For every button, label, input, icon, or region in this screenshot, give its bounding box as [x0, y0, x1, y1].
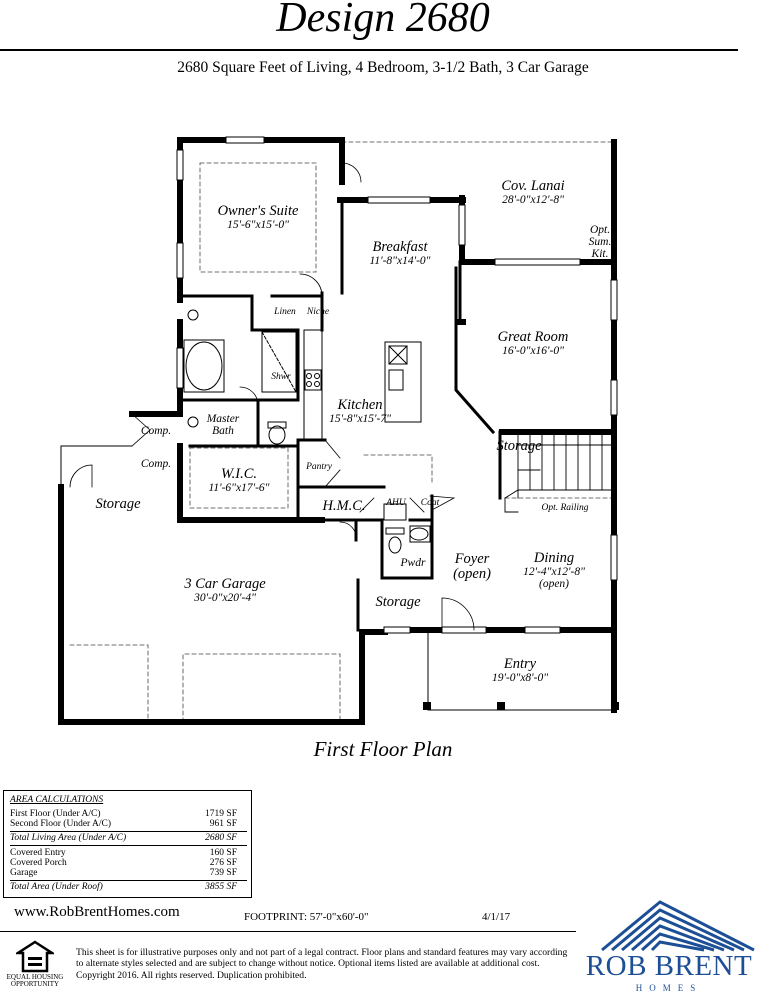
equal-housing-text: EQUAL HOUSING OPPORTUNITY: [0, 973, 70, 989]
master-bath-label: Master Bath: [198, 413, 248, 437]
area-row-total-living: Total Living Area (Under A/C) 2680 SF: [10, 833, 237, 843]
foyer-sub: (open): [453, 566, 491, 583]
garage-dims: 30'-0"x20'-4": [194, 592, 256, 605]
area-row-covered-entry: Covered Entry 160 SF: [10, 848, 237, 858]
website-link[interactable]: www.RobBrentHomes.com: [14, 904, 180, 920]
area-row-total: Total Area (Under Roof) 3855 SF: [10, 882, 237, 892]
area-label: Second Floor (Under A/C): [10, 819, 112, 829]
area-label: Covered Porch: [10, 858, 67, 868]
sheet-date: 4/1/17: [482, 911, 511, 923]
lanai-dims: 28'-0"x12'-8": [502, 194, 564, 207]
ahu-label: AHU: [386, 498, 406, 508]
footprint-text: FOOTPRINT: 57'-0"x60'-0": [244, 911, 369, 923]
kitchen-label: Kitchen 15'-8"x15'-7": [305, 397, 415, 426]
opt-railing-label: Opt. Railing: [541, 503, 589, 513]
area-label: Total Living Area (Under A/C): [10, 833, 127, 843]
storage3-label: Storage: [375, 594, 421, 610]
brand-logo-icon: [601, 900, 755, 952]
eho-line1: EQUAL HOUSING: [6, 973, 64, 981]
breakfast-name: Breakfast: [372, 239, 428, 255]
opt-kitchen-label: Opt. Sum. Kit.: [583, 224, 617, 260]
hmc-label: H.M.C.: [322, 498, 366, 514]
wic-dims: 11'-6"x17'-6": [208, 482, 270, 495]
area-value: 1719 SF: [205, 809, 237, 819]
area-row-first-floor: First Floor (Under A/C) 1719 SF: [10, 809, 237, 819]
owners-suite-dims: 15'-6"x15'-0": [227, 219, 289, 232]
page-title: Design 2680: [276, 0, 490, 41]
powder-label: Pwdr: [400, 557, 426, 569]
stair-storage-label: Storage: [496, 438, 542, 454]
opt-kitchen-line3: Kit.: [591, 248, 609, 261]
area-label: Covered Entry: [10, 848, 66, 858]
pantry-label: Pantry: [306, 462, 332, 472]
master-bath-line2: Bath: [212, 425, 234, 438]
dining-label: Dining 12'-4"x12'-8" (open): [498, 550, 610, 591]
area-row-second-floor: Second Floor (Under A/C) 961 SF: [10, 819, 237, 829]
eho-line2: OPPORTUNITY: [10, 980, 60, 989]
dining-sub: (open): [538, 578, 569, 591]
kitchen-name: Kitchen: [337, 397, 383, 413]
area-label: First Floor (Under A/C): [10, 809, 101, 819]
entry-label: Entry 19'-0"x8'-0": [470, 656, 570, 685]
entry-dims: 19'-0"x8'-0": [491, 672, 549, 685]
area-divider: [10, 845, 247, 846]
area-value: 276 SF: [209, 858, 237, 868]
kitchen-dims: 15'-8"x15'-7": [329, 413, 391, 426]
dining-dims: 12'-4"x12'-8": [523, 566, 585, 579]
garage-label: 3 Car Garage 30'-0"x20'-4": [165, 576, 285, 605]
lanai-label: Cov. Lanai 28'-0"x12'-8": [468, 178, 598, 207]
area-value: 160 SF: [209, 848, 237, 858]
area-heading: AREA CALCULATIONS: [10, 795, 104, 805]
brand-subtitle: HOMES: [635, 983, 703, 993]
area-divider: [10, 880, 247, 881]
breakfast-dims: 11'-8"x14'-0": [369, 255, 431, 268]
great-room-name: Great Room: [497, 329, 569, 345]
garage-name: 3 Car Garage: [184, 576, 266, 592]
master-bath-line1: Master: [206, 413, 240, 425]
wic-label: W.I.C. 11'-6"x17'-6": [190, 466, 288, 495]
great-room-dims: 16'-0"x16'-0": [502, 345, 564, 358]
area-value: 3855 SF: [205, 882, 237, 892]
great-room-label: Great Room 16'-0"x16'-0": [478, 329, 588, 358]
dining-name: Dining: [533, 550, 575, 566]
area-row-garage: Garage 739 SF: [10, 868, 237, 878]
equal-housing-icon: [16, 940, 54, 973]
comp-label-2: Comp.: [140, 458, 172, 470]
linen-label: Linen: [274, 307, 296, 317]
foyer-label: Foyer (open): [446, 551, 498, 583]
area-value: 739 SF: [209, 868, 237, 878]
opt-kitchen-line2: Sum.: [588, 236, 612, 249]
breakfast-label: Breakfast 11'-8"x14'-0": [345, 239, 455, 268]
area-label: Garage: [10, 868, 38, 878]
coat-label: Coat: [420, 498, 440, 508]
brand-name: ROB BRENT: [585, 950, 753, 982]
header-divider: [0, 49, 738, 51]
niche-label: Niche: [306, 307, 330, 317]
entry-name: Entry: [503, 656, 537, 672]
shower-label: Shwr: [271, 372, 291, 382]
area-calculations-table: AREA CALCULATIONS First Floor (Under A/C…: [3, 790, 252, 898]
area-value: 961 SF: [209, 819, 237, 829]
footer-divider: [0, 931, 576, 932]
garage-storage-label: Storage: [95, 496, 141, 512]
plan-caption: First Floor Plan: [313, 737, 453, 761]
area-label: Total Area (Under Roof): [10, 882, 103, 892]
page-subtitle: 2680 Square Feet of Living, 4 Bedroom, 3…: [177, 59, 589, 76]
wic-name: W.I.C.: [220, 466, 258, 482]
owners-suite-label: Owner's Suite 15'-6"x15'-0": [200, 203, 316, 232]
opt-kitchen-line1: Opt.: [589, 224, 611, 236]
area-value: 2680 SF: [205, 833, 237, 843]
comp-label-1: Comp.: [140, 425, 172, 437]
foyer-name: Foyer: [454, 551, 490, 567]
area-divider: [10, 831, 247, 832]
area-row-covered-porch: Covered Porch 276 SF: [10, 858, 237, 868]
disclaimer-text: This sheet is for illustrative purposes …: [76, 947, 568, 981]
owners-suite-name: Owner's Suite: [217, 203, 299, 219]
lanai-name: Cov. Lanai: [501, 178, 565, 194]
